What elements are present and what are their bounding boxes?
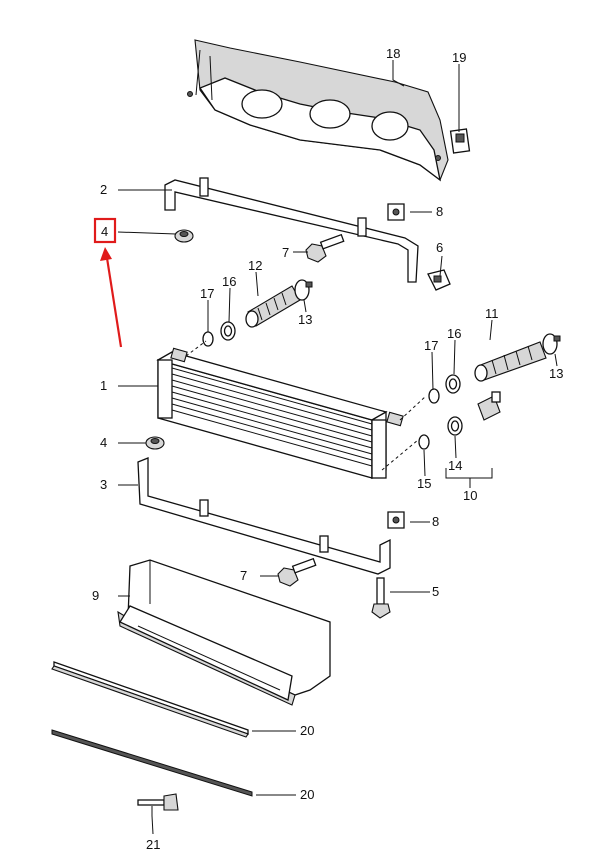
part-4-upper-grommet — [174, 229, 194, 243]
part-19-clip — [449, 128, 471, 154]
callout-8-lower: 8 — [432, 514, 439, 529]
callout-1: 1 — [100, 378, 107, 393]
callout-21: 21 — [146, 837, 160, 852]
part-7-upper-bolt — [305, 233, 345, 263]
callout-2: 2 — [100, 182, 107, 197]
part-9-lower-duct — [117, 559, 331, 706]
callout-7-upper: 7 — [282, 245, 289, 260]
part-7-lower-bolt — [277, 557, 317, 587]
part-4-lower-grommet — [145, 436, 165, 450]
part-17-upper-seal — [202, 331, 214, 347]
part-8-upper-clip — [387, 203, 405, 221]
callout-4-lower: 4 — [100, 435, 107, 450]
callout-8-upper: 8 — [436, 204, 443, 219]
part-13-upper-clamp — [294, 279, 313, 301]
callout-20-lower: 20 — [300, 787, 314, 802]
callout-14: 14 — [448, 458, 462, 473]
part-16-right-oring — [445, 374, 461, 394]
part-16-upper-oring — [220, 321, 236, 341]
highlight-box — [93, 217, 117, 244]
callout-13-right: 13 — [549, 366, 563, 381]
callout-5: 5 — [432, 584, 439, 599]
highlight-arrowhead — [100, 247, 112, 261]
part-20-lower-strip — [51, 729, 253, 797]
part-13-right-clamp — [542, 333, 561, 355]
part-20-upper-strip — [51, 661, 249, 738]
part-11-hose — [474, 341, 547, 382]
callout-12: 12 — [248, 258, 262, 273]
callout-16-upper: 16 — [222, 274, 236, 289]
callout-18: 18 — [386, 46, 400, 61]
part-6-clip — [427, 269, 451, 291]
highlight-arrow — [105, 257, 123, 348]
callout-19: 19 — [452, 50, 466, 65]
callout-6: 6 — [436, 240, 443, 255]
part-5-bolt — [371, 577, 391, 619]
callout-4-upper: 4 — [101, 224, 108, 239]
callout-20-upper: 20 — [300, 723, 314, 738]
part-18-upper-duct — [187, 39, 449, 182]
part-1-intercooler — [156, 340, 427, 480]
part-12-hose — [245, 285, 301, 328]
callout-13-upper: 13 — [298, 312, 312, 327]
part-3-lower-bracket — [137, 457, 391, 575]
part-2-upper-bracket — [164, 177, 419, 283]
part-15-seal — [418, 434, 430, 450]
part-14-oring — [447, 416, 463, 436]
callout-labels: 18 19 2 4 8 7 6 12 16 17 13 1 11 16 17 1… — [92, 46, 563, 852]
callout-11: 11 — [485, 306, 499, 321]
callout-17-upper: 17 — [200, 286, 214, 301]
callout-16-right: 16 — [447, 326, 461, 341]
callout-15: 15 — [417, 476, 431, 491]
part-21-rivet — [137, 793, 179, 816]
callout-10: 10 — [463, 488, 477, 503]
leader-lines — [117, 60, 558, 835]
part-10-sensor — [477, 391, 501, 421]
highlight-callout-4 — [93, 217, 123, 348]
callout-9: 9 — [92, 588, 99, 603]
part-17-right-seal — [428, 388, 440, 404]
callout-17-right: 17 — [424, 338, 438, 353]
callout-7-lower: 7 — [240, 568, 247, 583]
callout-3: 3 — [100, 477, 107, 492]
part-8-lower-clip — [387, 511, 405, 529]
